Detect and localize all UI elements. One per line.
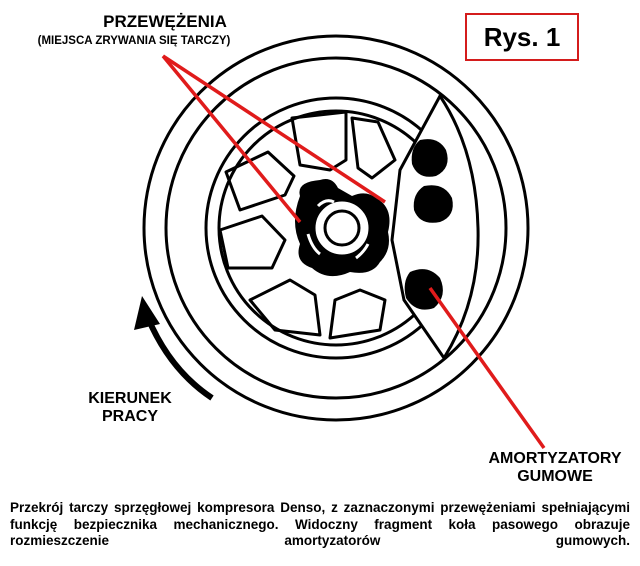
- narrowings-label: PRZEWĘŻENIA: [103, 12, 227, 31]
- dampers-label: AMORTYZATORY GUMOWE: [488, 450, 622, 486]
- narrowings-sublabel: (MIEJSCA ZRYWANIA SIĘ TARCZY): [37, 35, 231, 47]
- direction-label: KIERUNEK PRACY: [88, 390, 172, 426]
- figure-label: Rys. 1: [465, 13, 579, 61]
- figure-caption: Przekrój tarczy sprzęgłowej kompresora D…: [10, 500, 630, 549]
- hub: [295, 179, 390, 277]
- direction-arrow: [134, 296, 214, 401]
- plate-spokes: [218, 110, 397, 340]
- cutaway-sector: [390, 93, 480, 361]
- callout-lines: [161, 54, 546, 450]
